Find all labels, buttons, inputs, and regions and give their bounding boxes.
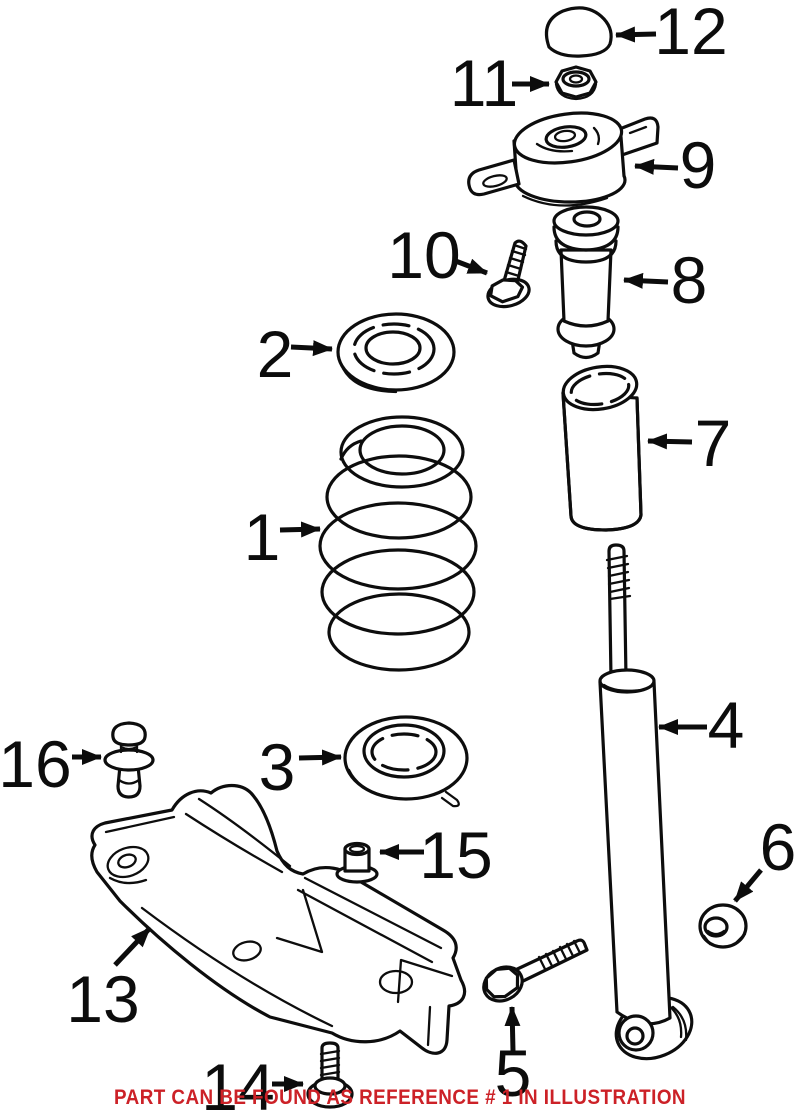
- label-7: 7: [695, 406, 732, 480]
- arrow-13: [113, 926, 152, 967]
- part-mount-bolt: [486, 239, 531, 309]
- label-2: 2: [257, 317, 294, 391]
- part-flange-nut: [698, 903, 748, 949]
- arrow-6: [733, 868, 763, 903]
- arrow-12: [615, 26, 657, 43]
- part-lower-spring-seat: [343, 715, 469, 808]
- label-12: 12: [654, 0, 727, 68]
- arrow-5: [504, 1006, 521, 1052]
- part-spacer-sleeve: [335, 841, 379, 884]
- arrow-8: [623, 272, 669, 289]
- label-1: 1: [244, 500, 281, 574]
- arrow-2: [290, 340, 333, 357]
- arrow-1: [279, 521, 321, 538]
- part-lower-mount-bolt: [482, 938, 589, 1003]
- arrow-9: [634, 158, 679, 175]
- part-upper-shock-mount: [467, 111, 660, 207]
- part-retainer-clip: [103, 721, 155, 799]
- part-upper-spring-seat: [336, 312, 456, 394]
- arrow-3: [298, 749, 342, 766]
- callout-arrows: [72, 26, 763, 1092]
- label-6: 6: [760, 810, 797, 884]
- arrow-7: [647, 433, 693, 450]
- label-3: 3: [259, 730, 296, 804]
- label-5: 5: [495, 1036, 532, 1110]
- label-4: 4: [708, 688, 745, 762]
- part-dust-cover-tube: [561, 364, 643, 532]
- label-11: 11: [450, 46, 519, 120]
- label-15: 15: [419, 818, 492, 892]
- part-shock-absorber: [598, 543, 694, 1061]
- part-cover-cap: [544, 6, 613, 58]
- part-coil-spring: [318, 415, 478, 672]
- reference-note: PART CAN BE FOUND AS REFERENCE # 1 IN IL…: [114, 1086, 686, 1109]
- label-13: 13: [66, 962, 139, 1036]
- label-10: 10: [387, 218, 460, 292]
- label-8: 8: [671, 243, 708, 317]
- label-16: 16: [0, 727, 72, 801]
- part-bracket-bolt: [306, 1041, 354, 1109]
- part-mount-bracket: [90, 783, 467, 1055]
- part-lock-nut: [554, 65, 598, 101]
- label-9: 9: [680, 128, 717, 202]
- arrow-10: [452, 257, 488, 276]
- part-bump-stop: [552, 205, 620, 360]
- label-14: 14: [201, 1050, 274, 1116]
